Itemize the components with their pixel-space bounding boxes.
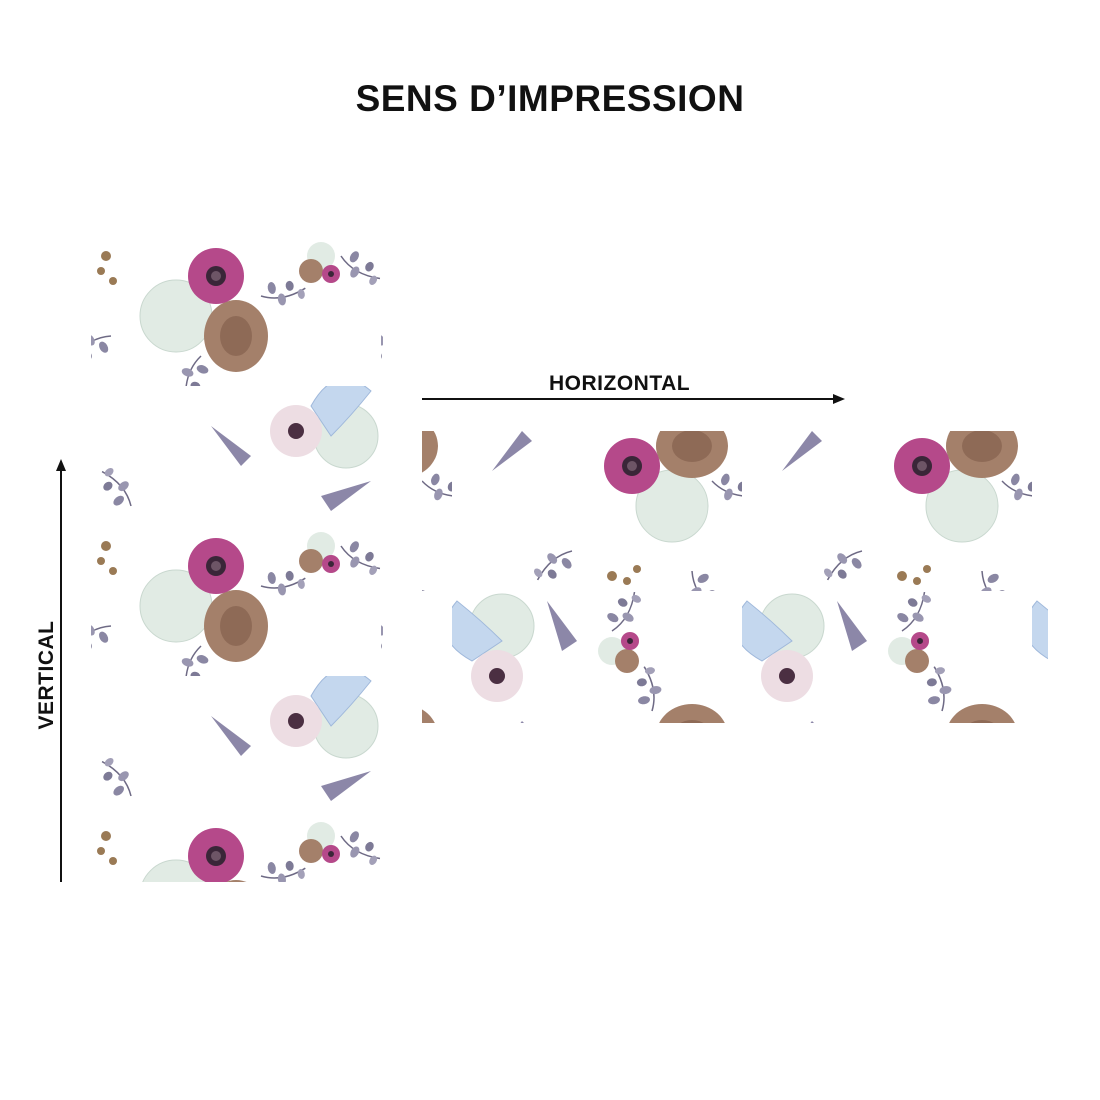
page-title: SENS D’IMPRESSION bbox=[355, 78, 745, 119]
vertical-label: VERTICAL bbox=[35, 620, 58, 730]
vertical-print-sample bbox=[91, 226, 383, 882]
horizontal-arrow bbox=[422, 394, 845, 404]
vertical-arrow bbox=[56, 459, 66, 882]
horizontal-print-sample bbox=[422, 431, 1048, 723]
horizontal-label: HORIZONTAL bbox=[549, 372, 691, 395]
